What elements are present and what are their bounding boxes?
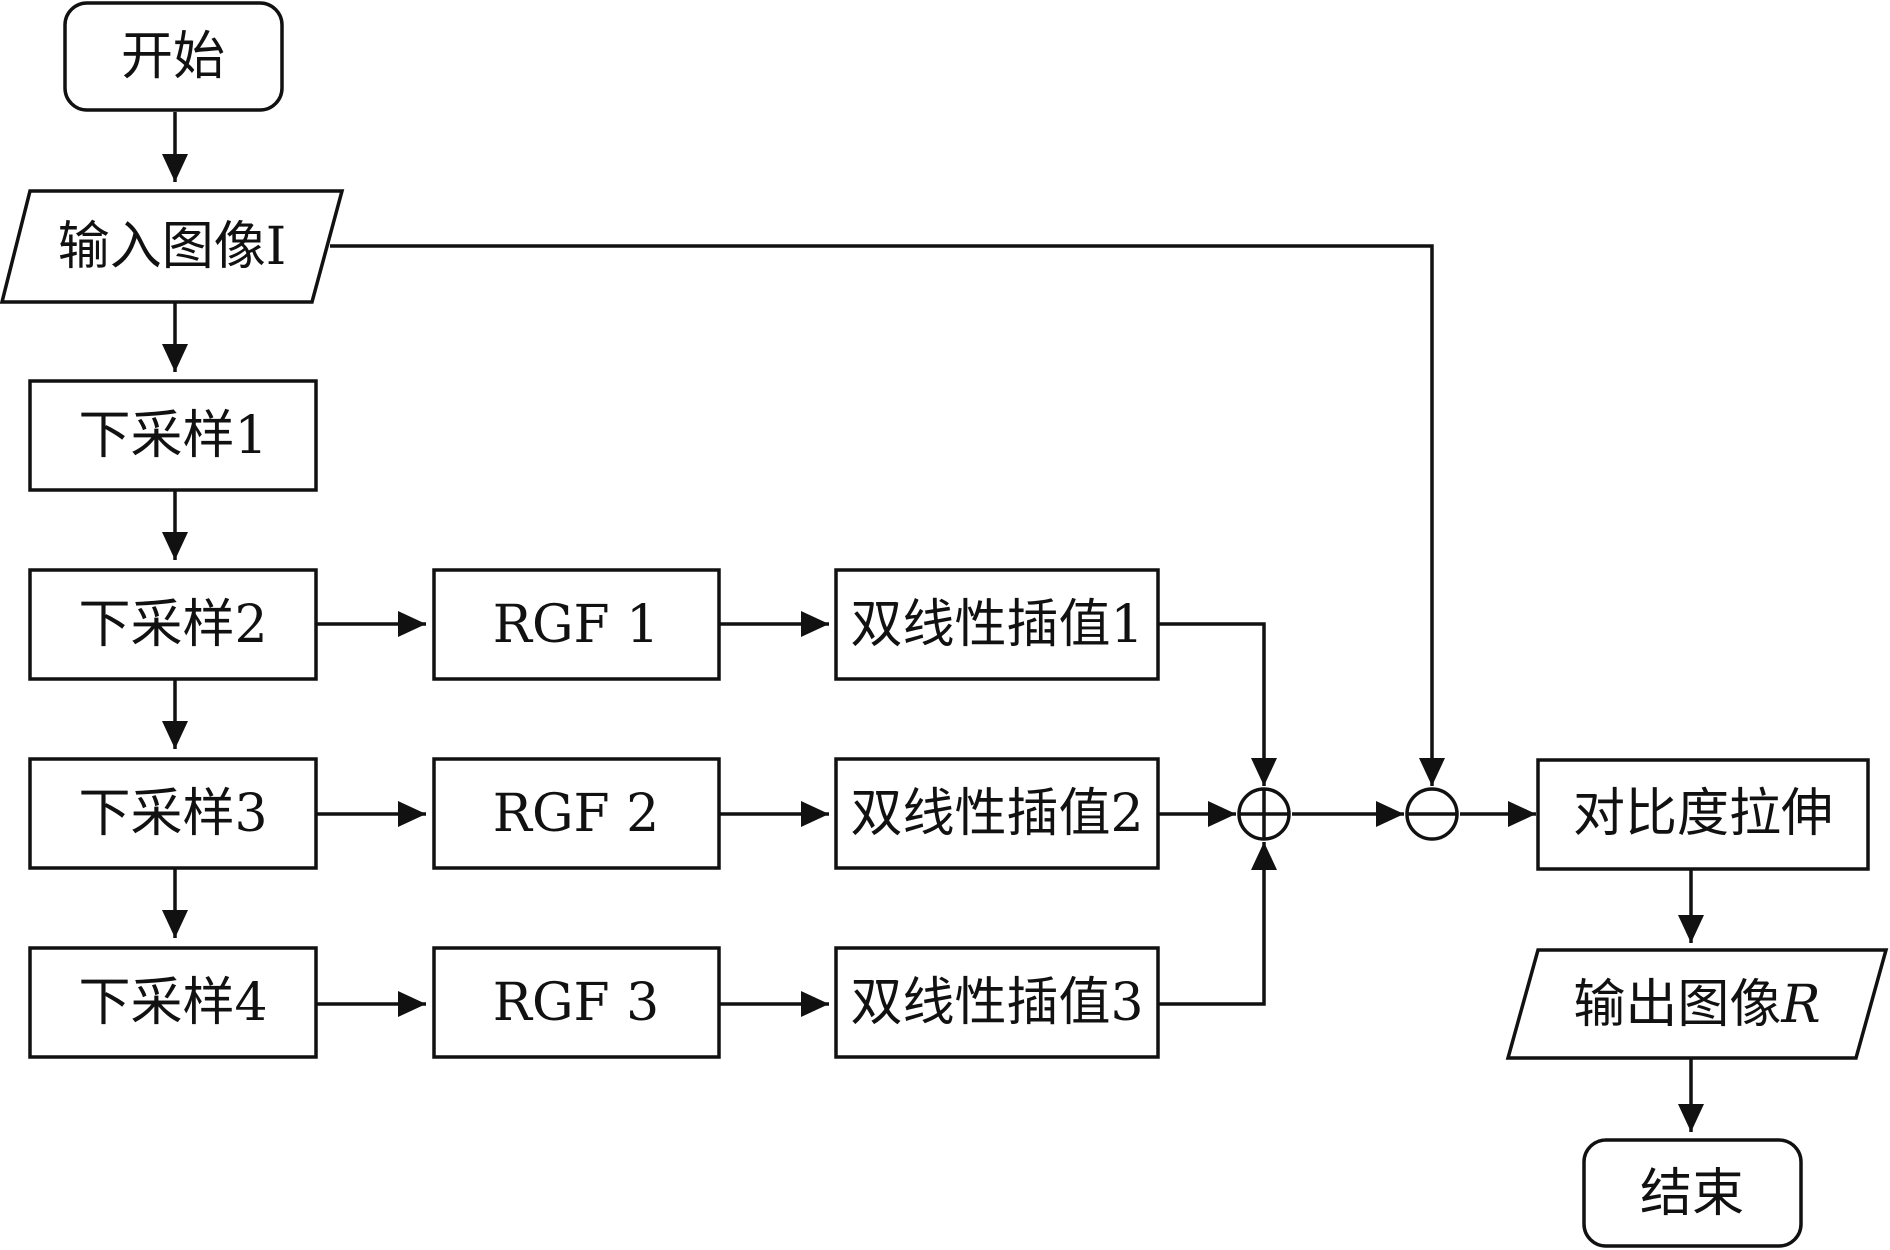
bilinear-3-node: 双线性插值3 — [834, 946, 1160, 1059]
rgf-2-node: RGF 2 — [432, 757, 721, 870]
downsample-3-label: 下采样3 — [78, 784, 267, 844]
contrast-stretch-label: 对比度拉伸 — [1573, 784, 1833, 844]
downsample-4-label: 下采样4 — [78, 973, 267, 1033]
bilinear-1-label: 双线性插值1 — [850, 595, 1143, 655]
output-label: 输出图像R — [1573, 975, 1820, 1035]
edges — [162, 112, 1704, 1132]
bilinear-3-label: 双线性插值3 — [850, 973, 1143, 1033]
bilinear-2-label: 双线性插值2 — [850, 784, 1143, 844]
sum-junction — [1237, 787, 1291, 841]
edge-bil3-sum — [1158, 842, 1277, 1006]
edge-bil1-sum — [1158, 622, 1277, 786]
subtract-junction — [1405, 787, 1459, 841]
input-label: 输入图像I — [58, 217, 287, 277]
start-label: 开始 — [121, 27, 225, 87]
rgf-3-node: RGF 3 — [432, 946, 721, 1059]
end-node: 结束 — [1582, 1138, 1803, 1248]
rgf-2-label: RGF 2 — [493, 784, 659, 844]
bilinear-2-node: 双线性插值2 — [834, 757, 1160, 870]
downsample-1-label: 下采样1 — [78, 406, 267, 466]
downsample-1-node: 下采样1 — [28, 379, 318, 492]
edge-input-subtract — [330, 244, 1445, 786]
output-node: 输出图像R — [1505, 948, 1889, 1060]
rgf-1-node: RGF 1 — [432, 568, 721, 681]
start-node: 开始 — [63, 1, 284, 112]
bilinear-1-node: 双线性插值1 — [834, 568, 1160, 681]
rgf-1-label: RGF 1 — [493, 595, 659, 655]
rgf-3-label: RGF 3 — [493, 973, 659, 1033]
contrast-stretch-node: 对比度拉伸 — [1536, 758, 1870, 871]
input-node: 输入图像I — [0, 189, 345, 304]
end-label: 结束 — [1640, 1164, 1744, 1224]
downsample-3-node: 下采样3 — [28, 757, 318, 870]
downsample-2-label: 下采样2 — [78, 595, 267, 655]
output-variable: R — [1780, 975, 1820, 1035]
downsample-4-node: 下采样4 — [28, 946, 318, 1059]
downsample-2-node: 下采样2 — [28, 568, 318, 681]
input-variable: I — [266, 217, 287, 277]
